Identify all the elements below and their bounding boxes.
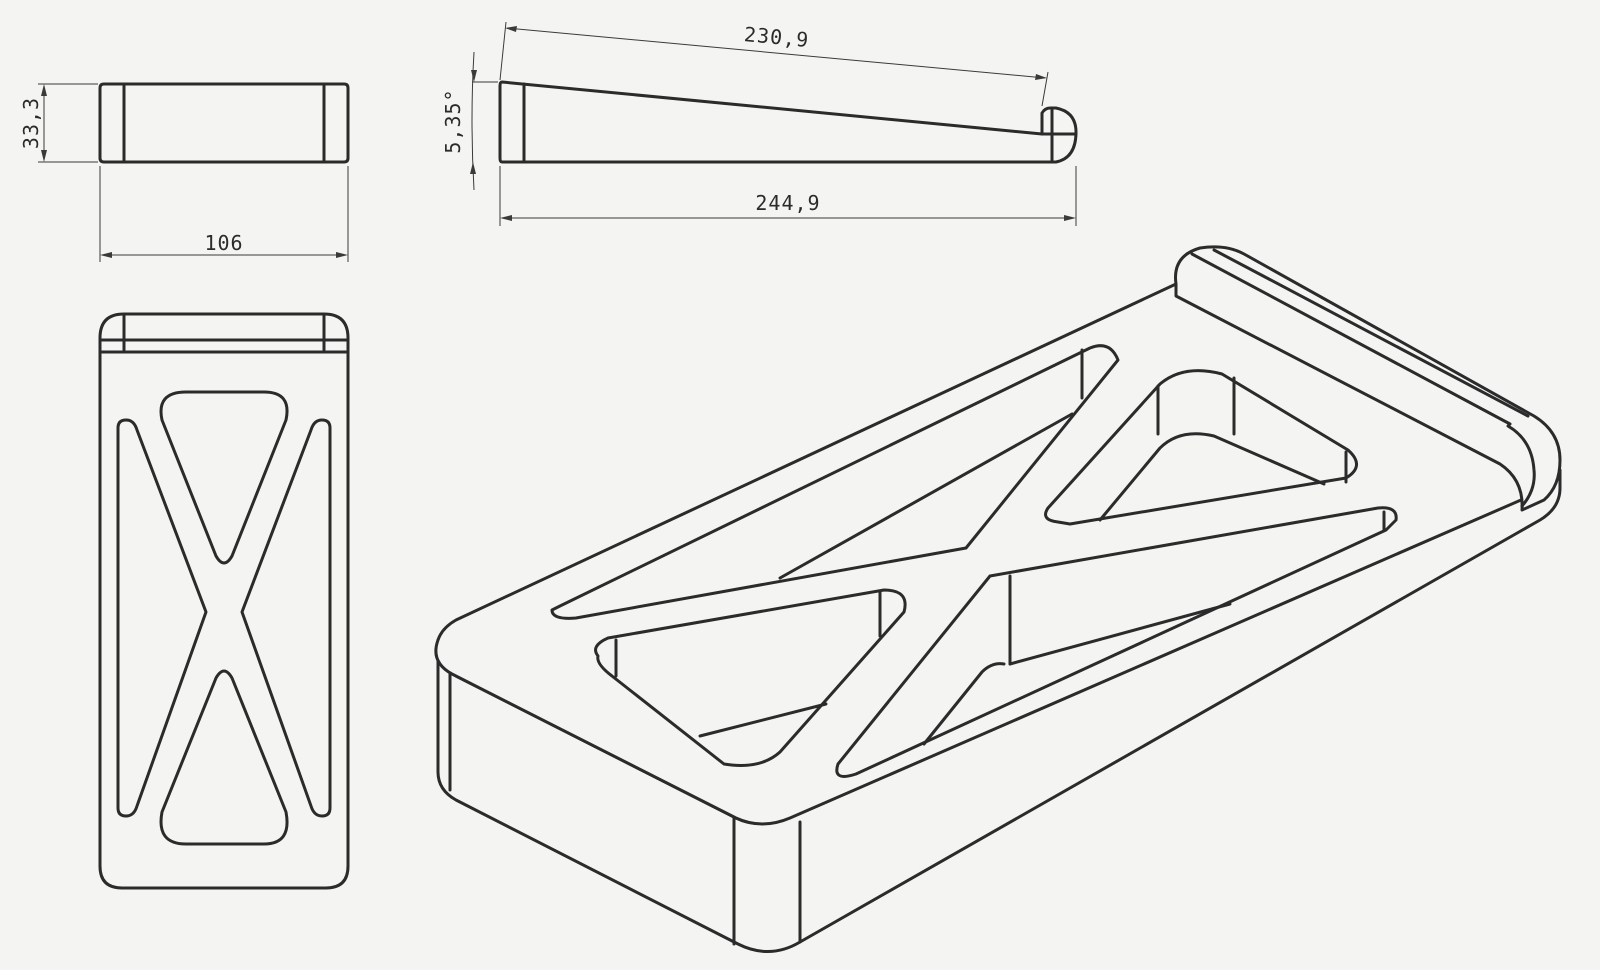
- dimension-height-label: 33,3: [19, 97, 43, 149]
- iso-lip-line-1: [1190, 252, 1512, 426]
- dimension-top-length: 230,9: [499, 21, 1049, 107]
- isometric-view: [434, 245, 1562, 954]
- iso-inner-floor-3: [1008, 602, 1232, 666]
- iso-lip-line-2: [1212, 248, 1530, 418]
- iso-inner-floor-1: [778, 412, 1074, 580]
- side-view-outline: [498, 80, 1078, 164]
- iso-triangle-left-floor: [698, 702, 828, 738]
- top-view: [98, 312, 350, 890]
- dimension-base-length: 244,9: [499, 166, 1077, 226]
- dimension-angle: 5,35°: [441, 51, 498, 191]
- side-view: [498, 80, 1078, 164]
- top-view-slot-right: [240, 418, 332, 818]
- dimension-angle-label: 5,35°: [441, 88, 465, 153]
- iso-slot-upper-left: [550, 344, 1120, 620]
- front-view: [98, 82, 350, 164]
- top-view-triangle-bottom: [159, 669, 289, 846]
- dimension-base-length-label: 244,9: [755, 191, 820, 215]
- iso-triangle-right: [1044, 369, 1358, 526]
- dimension-width: 106: [99, 166, 349, 262]
- iso-triangle-right-floor: [1098, 432, 1326, 522]
- front-view-outline: [98, 82, 350, 164]
- dimension-height: 33,3: [19, 83, 98, 163]
- iso-lip-curve: [1506, 424, 1536, 508]
- dimension-width-label: 106: [204, 231, 243, 255]
- dimension-top-length-label: 230,9: [743, 22, 810, 52]
- iso-slot-lower-right: [835, 506, 1398, 778]
- top-view-outline: [98, 312, 350, 890]
- top-view-slot-left: [116, 418, 208, 818]
- top-view-triangle-top: [159, 390, 289, 565]
- iso-inner-floor-4: [922, 662, 1006, 746]
- iso-lip: [1174, 245, 1562, 512]
- iso-triangle-left: [594, 588, 907, 767]
